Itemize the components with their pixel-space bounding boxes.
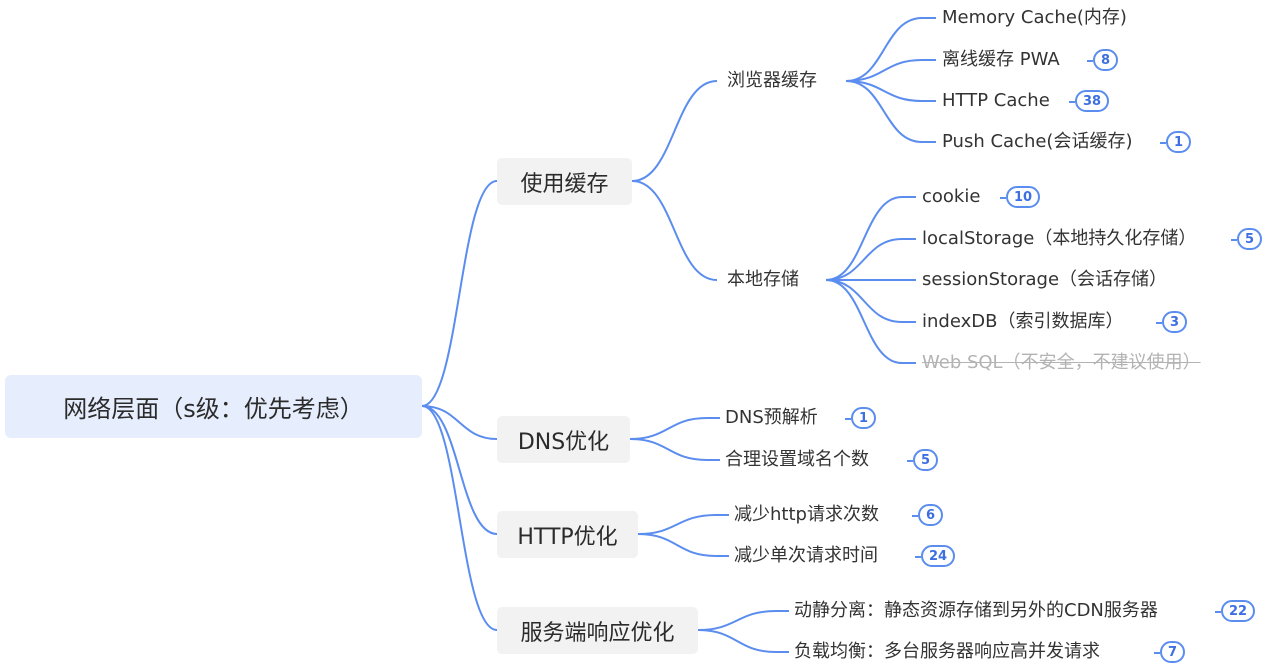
leaf-reduce-requests[interactable]: 减少http请求次数: [734, 504, 879, 525]
leaf-cookie[interactable]: cookie: [922, 186, 981, 207]
connector-line: [845, 59, 923, 82]
note-count-badge[interactable]: 3: [1155, 311, 1188, 333]
leaf-memory-cache[interactable]: Memory Cache(内存): [942, 7, 1127, 28]
note-count-badge[interactable]: 7: [1153, 641, 1186, 663]
leaf-session-storage[interactable]: sessionStorage（会话存储）: [922, 269, 1168, 290]
leaf-indexdb[interactable]: indexDB（索引数据库）: [922, 311, 1124, 332]
leaf-reduce-request-time[interactable]: 减少单次请求时间: [734, 545, 878, 566]
topic-http-optimization[interactable]: HTTP优化: [497, 511, 638, 558]
leaf-web-sql[interactable]: Web SQL（不安全，不建议使用）: [922, 352, 1201, 373]
connector-line: [421, 180, 498, 407]
connector-line: [697, 610, 777, 631]
connector-line: [629, 417, 708, 440]
topic-local-storage[interactable]: 本地存储: [727, 269, 799, 290]
connector-line: [697, 629, 777, 653]
topic-dns-optimization[interactable]: DNS优化: [497, 416, 630, 463]
connector-line: [421, 405, 498, 631]
connector-line: [421, 405, 498, 440]
note-count-badge[interactable]: 6: [911, 504, 944, 526]
connector-line: [825, 238, 903, 281]
note-count-badge[interactable]: 1: [844, 407, 877, 429]
connector-line: [631, 80, 718, 182]
connector-line: [629, 438, 708, 461]
note-count-badge[interactable]: 5: [1230, 228, 1263, 250]
leaf-domain-count[interactable]: 合理设置域名个数: [725, 449, 869, 470]
leaf-dns-prefetch[interactable]: DNS预解析: [725, 407, 818, 428]
note-count-badge[interactable]: 24: [914, 545, 956, 567]
leaf-http-cache[interactable]: HTTP Cache: [942, 90, 1050, 111]
leaf-load-balancing[interactable]: 负载均衡：多台服务器响应高并发请求: [794, 641, 1100, 662]
note-count-badge[interactable]: 22: [1214, 600, 1256, 622]
note-count-badge[interactable]: 8: [1086, 49, 1119, 71]
connector-line: [845, 80, 923, 102]
connector-line: [631, 180, 718, 281]
note-count-badge[interactable]: 10: [999, 186, 1041, 208]
connector-line: [845, 80, 923, 143]
leaf-static-dynamic-separation[interactable]: 动静分离：静态资源存储到另外的CDN服务器: [794, 600, 1158, 621]
connector-line: [825, 196, 903, 281]
connector-line: [637, 514, 717, 535]
note-count-badge[interactable]: 38: [1068, 90, 1110, 112]
leaf-local-storage[interactable]: localStorage（本地持久化存储）: [922, 228, 1197, 249]
note-count-badge[interactable]: 5: [906, 449, 939, 471]
root-topic[interactable]: 网络层面（s级：优先考虑）: [5, 375, 422, 438]
connector-line: [421, 405, 498, 535]
leaf-offline-cache-pwa[interactable]: 离线缓存 PWA: [942, 49, 1060, 70]
topic-use-cache[interactable]: 使用缓存: [497, 158, 632, 205]
connector-line: [845, 17, 923, 82]
topic-server-response-optimization[interactable]: 服务端响应优化: [497, 607, 698, 654]
connector-line: [825, 279, 903, 323]
note-count-badge[interactable]: 1: [1159, 131, 1192, 153]
connector-line: [637, 533, 717, 557]
connector-line: [825, 279, 903, 364]
leaf-push-cache[interactable]: Push Cache(会话缓存): [942, 131, 1133, 152]
topic-browser-cache[interactable]: 浏览器缓存: [727, 70, 817, 91]
